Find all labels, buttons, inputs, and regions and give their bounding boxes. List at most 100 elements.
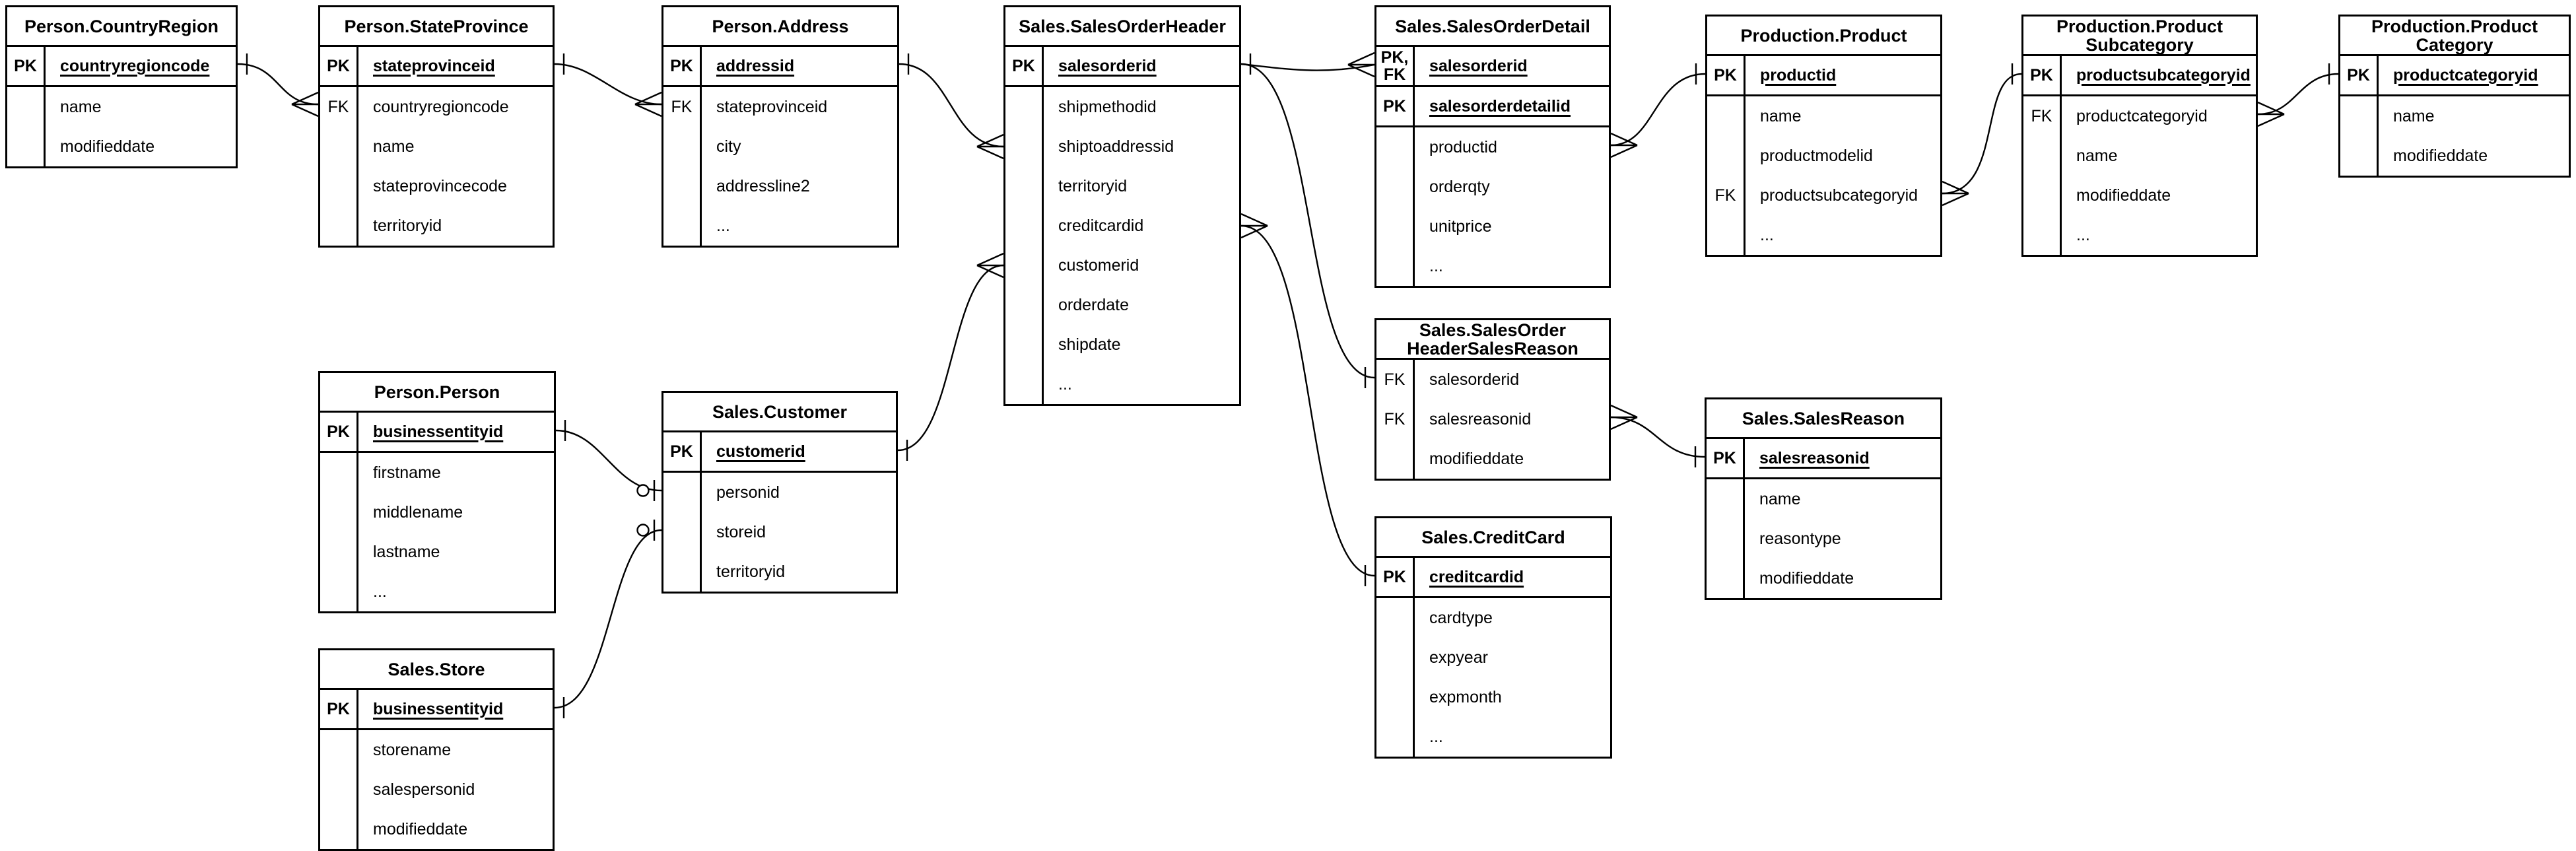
- entity-title: Sales.Store: [320, 650, 553, 690]
- key-label: [320, 127, 358, 166]
- key-label: FK: [320, 87, 358, 127]
- key-label: PK: [320, 413, 358, 451]
- attribute-cell: modifieddate: [2062, 176, 2256, 215]
- key-label: [1376, 717, 1415, 757]
- key-label: [1005, 206, 1044, 246]
- attribute-cell: stateprovincecode: [358, 166, 553, 206]
- attribute-name: name: [60, 97, 102, 116]
- attribute-cell: territoryid: [1044, 166, 1239, 206]
- primary-key-attribute: stateprovinceid: [373, 56, 495, 75]
- primary-key-attribute: salesorderid: [1058, 56, 1157, 75]
- attribute-cell: name: [2379, 96, 2569, 136]
- crow-foot-marker-sales-salesorderheader--sales-salesorderdetail: [1347, 51, 1375, 78]
- key-label: FK: [1376, 399, 1415, 439]
- attribute-cell: salesorderid: [1415, 360, 1609, 399]
- attribute-name: ...: [1760, 225, 1774, 244]
- attribute-cell: firstname: [358, 453, 554, 493]
- attribute-name: salesorderid: [1429, 370, 1520, 389]
- primary-key-attribute: productcategoryid: [2393, 65, 2538, 85]
- attribute-cell: stateprovinceid: [358, 47, 553, 85]
- attribute-cell: businessentityid: [358, 413, 554, 451]
- key-label: [1005, 127, 1044, 166]
- attribute-name: modifieddate: [1759, 568, 1854, 588]
- key-label: [320, 453, 358, 493]
- attribute-name: unitprice: [1429, 217, 1492, 236]
- key-label: PK: [663, 47, 702, 85]
- key-label: [320, 166, 358, 206]
- attribute-name: customerid: [1058, 255, 1139, 275]
- key-label: [1005, 325, 1044, 364]
- attribute-cell: ...: [1746, 215, 1940, 255]
- attribute-name: expyear: [1429, 648, 1488, 667]
- attribute-cell: modifieddate: [46, 127, 236, 166]
- entity-title: Person.Address: [663, 7, 897, 47]
- key-label: [1005, 246, 1044, 285]
- entity-title: Person.StateProvince: [320, 7, 553, 47]
- crow-foot-marker-sales-salesorderheadersalesreason--sales-salesreason: [1610, 404, 1638, 430]
- entity-title: Sales.SalesOrderDetail: [1376, 7, 1609, 47]
- key-label: [1707, 215, 1746, 255]
- attribute-cell: productmodelid: [1746, 136, 1940, 176]
- attribute-cell: stateprovinceid: [702, 87, 897, 127]
- relationship-person-stateprovince--person-address: [554, 63, 662, 106]
- attribute-name: stateprovincecode: [373, 176, 507, 195]
- key-label: [663, 512, 702, 552]
- attribute-name: productid: [1429, 137, 1497, 156]
- key-label: FK: [2023, 96, 2062, 136]
- key-label: PK: [663, 432, 702, 471]
- key-label: PK: [7, 47, 46, 85]
- key-label: [2340, 96, 2379, 136]
- primary-key-attribute: salesorderdetailid: [1429, 96, 1571, 116]
- attribute-name: name: [373, 137, 415, 156]
- primary-key-attribute: salesreasonid: [1759, 448, 1870, 467]
- attribute-cell: salesreasonid: [1745, 439, 1940, 477]
- key-label: [1376, 127, 1415, 167]
- primary-key-attribute: businessentityid: [373, 422, 504, 441]
- attribute-name: ...: [373, 582, 387, 601]
- key-label: [663, 166, 702, 206]
- attribute-cell: salesreasonid: [1415, 399, 1609, 439]
- crow-foot-marker-sales-salesorderdetail--production-product: [1610, 132, 1638, 158]
- relationship-sales-salesorderdetail--production-product: [1610, 73, 1706, 147]
- attribute-cell: productcategoryid: [2379, 56, 2569, 94]
- attribute-cell: salespersonid: [358, 770, 553, 809]
- attribute-name: modifieddate: [2393, 146, 2488, 165]
- attribute-name: creditcardid: [1058, 216, 1144, 235]
- relationship-production-product--production-productsubcategory: [1942, 73, 2022, 195]
- key-label: [1376, 167, 1415, 207]
- entity-title: Sales.SalesOrderHeader: [1005, 7, 1239, 47]
- attribute-cell: countryregioncode: [46, 47, 236, 85]
- attribute-cell: ...: [1415, 717, 1610, 757]
- attribute-cell: shipmethodid: [1044, 87, 1239, 127]
- attribute-cell: productid: [1746, 56, 1940, 94]
- entity-title: Production.Product: [1707, 17, 1940, 56]
- attribute-cell: territoryid: [702, 552, 896, 592]
- attribute-cell: ...: [358, 572, 554, 611]
- attribute-name: productmodelid: [1760, 146, 1873, 165]
- attribute-cell: shiptoaddressid: [1044, 127, 1239, 166]
- primary-key-attribute: customerid: [716, 442, 805, 461]
- attribute-name: lastname: [373, 542, 440, 561]
- key-label: PK: [2023, 56, 2062, 94]
- attribute-cell: expyear: [1415, 638, 1610, 677]
- attribute-name: shipdate: [1058, 335, 1121, 354]
- attribute-name: productsubcategoryid: [1760, 186, 1918, 205]
- attribute-cell: customerid: [1044, 246, 1239, 285]
- attribute-name: firstname: [373, 463, 441, 482]
- entity-title: Sales.CreditCard: [1376, 518, 1610, 558]
- attribute-cell: modifieddate: [1745, 559, 1940, 598]
